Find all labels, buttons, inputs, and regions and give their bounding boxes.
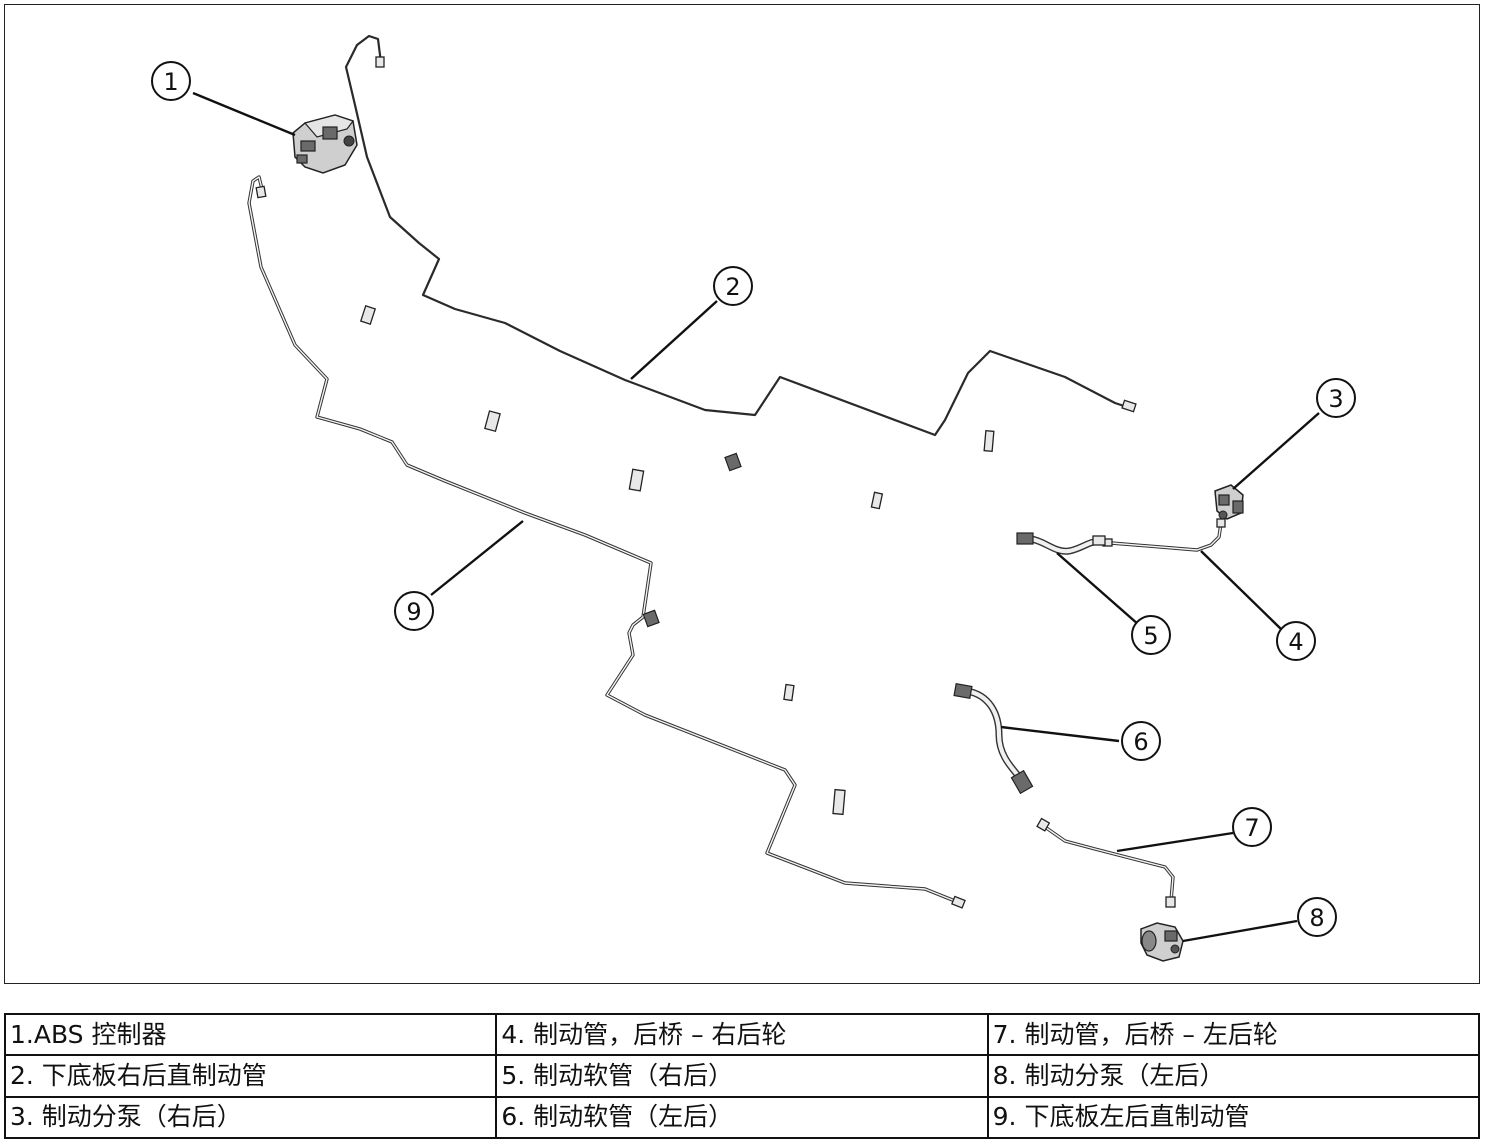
legend-item-7: 7. 制动管，后桥 – 左后轮 — [986, 1012, 1481, 1057]
callout-8: 8 — [1297, 897, 1337, 937]
legend-item-5: 5. 制动软管（右后） — [495, 1054, 989, 1098]
legend-item-8: 8. 制动分泵（左后） — [986, 1054, 1481, 1098]
callout-9-label: 9 — [406, 598, 421, 626]
callout-8-label: 8 — [1309, 904, 1324, 932]
diagram-frame: 1 2 3 4 5 6 7 8 — [4, 4, 1480, 984]
legend-item-9: 9. 下底板左后直制动管 — [986, 1095, 1481, 1140]
legend-item-2: 2. 下底板右后直制动管 — [3, 1054, 498, 1098]
callout-7: 7 — [1232, 807, 1272, 847]
wheel-cylinder-right-rear-part — [1214, 484, 1244, 520]
brake-hose-right-rear — [1016, 532, 1106, 555]
legend-table: 1.ABS 控制器 4. 制动管，后桥 – 右后轮 7. 制动管，后桥 – 左后… — [3, 1012, 1481, 1140]
brake-hose-left-rear — [953, 683, 1034, 795]
wheel-cylinder-left-rear-part — [1140, 922, 1184, 962]
callout-1: 1 — [151, 61, 191, 101]
legend-item-1: 1.ABS 控制器 — [3, 1012, 498, 1057]
callout-3-label: 3 — [1328, 385, 1343, 413]
callout-2: 2 — [713, 266, 753, 306]
brake-pipe-rear-axle-left — [1036, 817, 1176, 908]
brake-line-right-rear — [344, 34, 1137, 437]
legend-row: 1.ABS 控制器 4. 制动管，后桥 – 右后轮 7. 制动管，后桥 – 左后… — [3, 1012, 1481, 1057]
callout-2-label: 2 — [725, 273, 740, 301]
legend-item-6: 6. 制动软管（左后） — [495, 1095, 989, 1140]
legend-row: 3. 制动分泵（右后） 6. 制动软管（左后） 9. 下底板左后直制动管 — [3, 1095, 1481, 1140]
brake-line-diagram: 1 2 3 4 5 6 7 8 — [151, 34, 1356, 962]
leader-lines — [192, 91, 1320, 943]
callout-7-label: 7 — [1244, 814, 1259, 842]
callout-9: 9 — [394, 591, 434, 631]
brake-pipe-rear-axle-right — [1102, 518, 1226, 552]
callout-1-label: 1 — [163, 68, 178, 96]
callout-5: 5 — [1131, 615, 1171, 655]
callout-4-label: 4 — [1288, 628, 1303, 656]
callout-6-label: 6 — [1133, 728, 1148, 756]
abs-controller-part — [292, 114, 358, 174]
legend-item-4: 4. 制动管，后桥 – 右后轮 — [495, 1012, 989, 1057]
callout-5-label: 5 — [1143, 622, 1158, 650]
legend-item-3: 3. 制动分泵（右后） — [3, 1095, 498, 1140]
callout-4: 4 — [1276, 621, 1316, 661]
callout-6: 6 — [1121, 721, 1161, 761]
brake-line-left-rear — [247, 175, 966, 909]
callout-3: 3 — [1316, 378, 1356, 418]
mounting-clips — [359, 305, 995, 816]
legend-row: 2. 下底板右后直制动管 5. 制动软管（右后） 8. 制动分泵（左后） — [3, 1054, 1481, 1098]
